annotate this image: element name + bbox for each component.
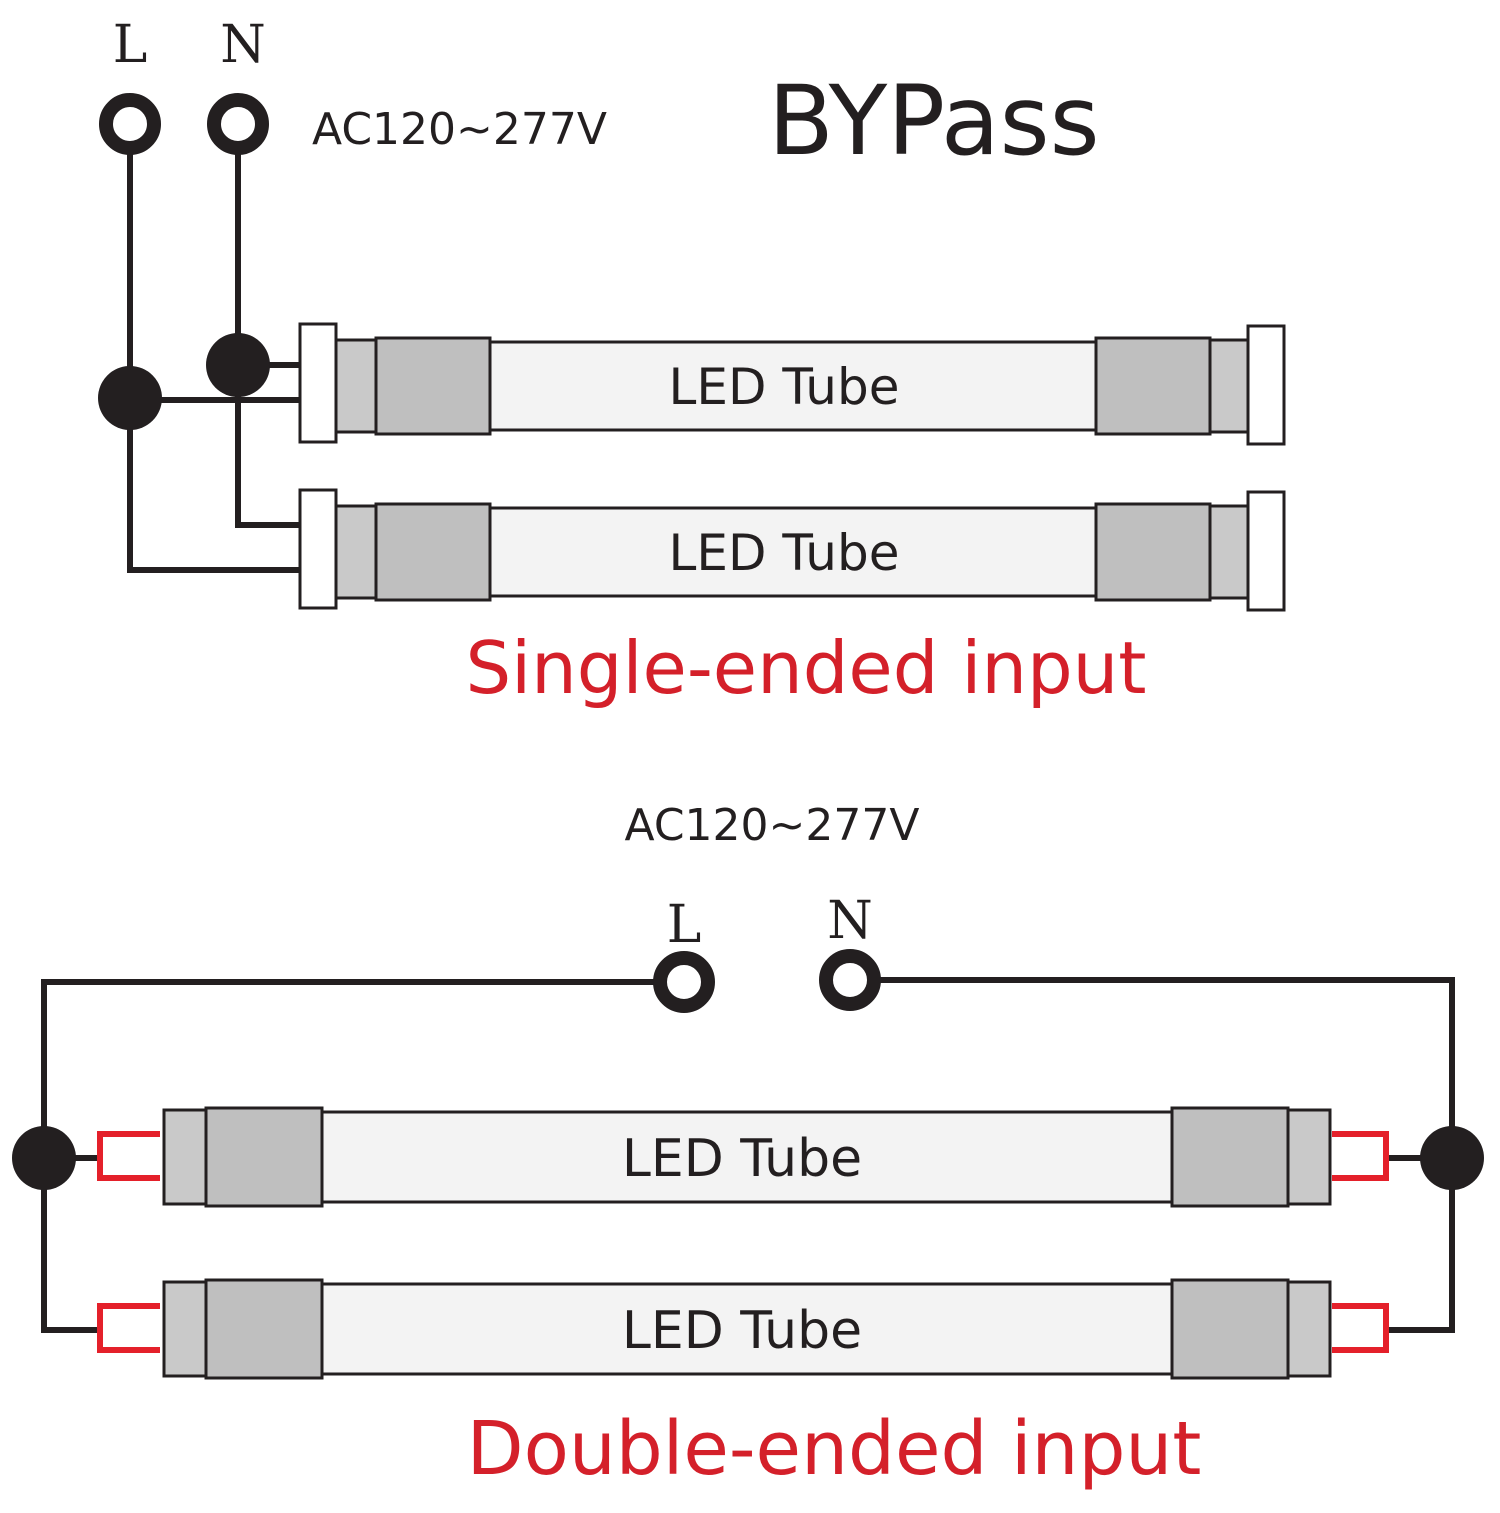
single-ended-section: L N AC120~277V BYPass LED Tube LED Tube … [98, 15, 1286, 710]
single-tube-2-label: LED Tube [669, 524, 900, 582]
single-neutral-junction [206, 333, 270, 397]
double-tube-1-label: LED Tube [622, 1129, 862, 1189]
single-live-junction [98, 366, 162, 430]
double-tube-2-right-pins [1332, 1303, 1389, 1353]
double-tube-2 [162, 1278, 1332, 1380]
single-neutral-label: N [220, 15, 266, 75]
single-tube-1-left-block [374, 336, 492, 436]
double-tube-2-body [320, 1282, 1174, 1376]
single-tube-2-left-block [374, 502, 492, 602]
single-voltage-label: AC120~277V [312, 104, 607, 155]
single-tube-2-right-cap [1208, 504, 1250, 600]
single-tube-2-left-endcap [298, 488, 338, 610]
double-tube-1-right-cap [1286, 1108, 1332, 1206]
single-tube-1-left-cap [334, 338, 378, 434]
double-tube-1-right-pins [1332, 1131, 1389, 1181]
double-neutral-terminal [819, 949, 881, 1011]
double-live-label: L [667, 895, 702, 955]
single-tube-1-label: LED Tube [669, 358, 900, 416]
bypass-title: BYPass [768, 65, 1100, 177]
double-tube-2-right-cap [1286, 1280, 1332, 1378]
double-tube-2-left-cap [162, 1280, 208, 1378]
single-tube-1-right-cap [1208, 338, 1250, 434]
single-tube-2-body [488, 506, 1098, 598]
double-tube-2-left-block [204, 1278, 324, 1380]
double-tube-1-left-cap [162, 1108, 208, 1206]
double-live-junction [12, 1126, 76, 1190]
single-tube-1 [298, 322, 1286, 446]
double-tube-2-label: LED Tube [622, 1301, 862, 1361]
double-ended-section: AC120~277V L N LED Tube LED Tube Double-… [12, 800, 1484, 1492]
double-tube-2-right-block [1170, 1278, 1290, 1380]
single-ended-caption: Single-ended input [465, 626, 1146, 710]
double-tube-2-left-pins [97, 1303, 160, 1353]
single-tube-1-body [488, 340, 1098, 432]
double-voltage-label: AC120~277V [625, 800, 920, 851]
double-tube-1 [162, 1106, 1332, 1208]
single-live-wire [127, 120, 300, 573]
single-live-label: L [113, 15, 148, 75]
double-tube-1-right-block [1170, 1106, 1290, 1208]
double-tube-1-left-block [204, 1106, 324, 1208]
double-live-terminal [653, 951, 715, 1013]
single-live-terminal [99, 93, 161, 155]
single-tube-2-right-block [1094, 502, 1212, 602]
single-tube-2 [298, 488, 1286, 612]
single-tube-1-left-endcap [298, 322, 338, 444]
double-ended-caption: Double-ended input [467, 1406, 1202, 1492]
double-neutral-label: N [827, 891, 873, 951]
single-neutral-terminal [207, 93, 269, 155]
double-tube-1-left-pins [97, 1131, 160, 1181]
single-tube-2-right-endcap [1246, 490, 1286, 612]
single-tube-2-left-cap [334, 504, 378, 600]
single-tube-1-right-block [1094, 336, 1212, 436]
double-tube-1-body [320, 1110, 1174, 1204]
double-neutral-junction [1420, 1126, 1484, 1190]
single-tube-1-right-endcap [1246, 324, 1286, 446]
single-neutral-wire [235, 120, 300, 528]
